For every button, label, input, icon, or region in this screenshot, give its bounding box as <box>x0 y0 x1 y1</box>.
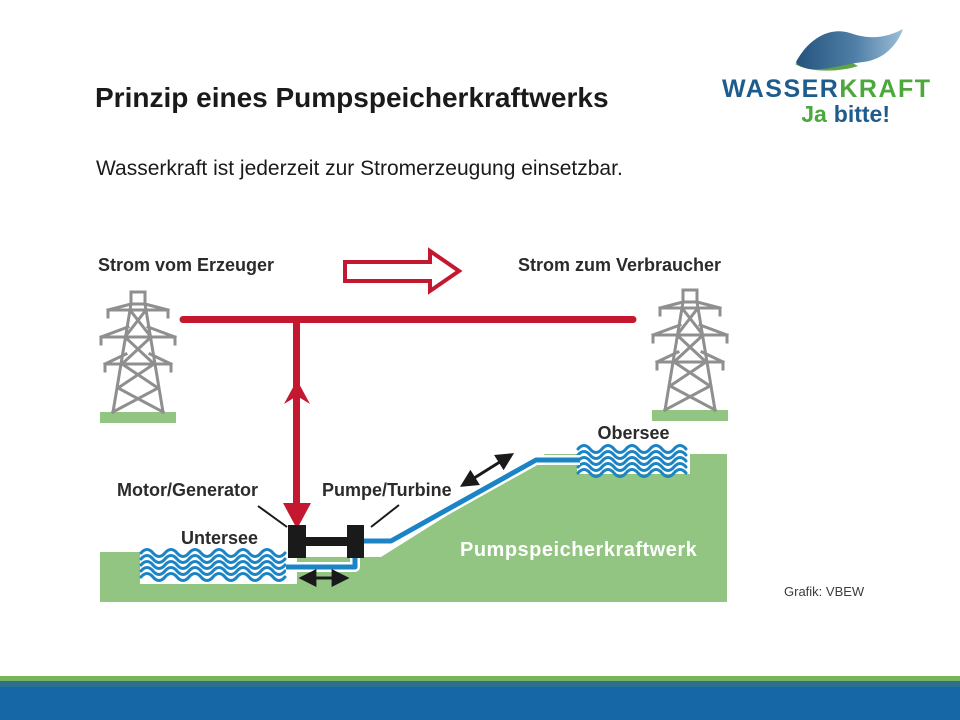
credit-text: Grafik: VBEW <box>784 584 865 599</box>
pump-leader-line <box>370 504 400 528</box>
down-arrowhead-icon <box>283 503 311 529</box>
label-untersee: Untersee <box>181 528 259 548</box>
penstock-double-arrow-icon <box>459 453 515 487</box>
footer-green-stripe <box>0 676 960 681</box>
page-title: Prinzip eines Pumpspeicherkraftwerks <box>95 82 609 113</box>
logo-tagline-green: Ja <box>801 101 827 127</box>
pumped-storage-diagram <box>98 247 730 602</box>
logo-wordmark: WASSERKRAFT <box>722 75 932 104</box>
plant-machine <box>288 525 364 558</box>
terrain-hill <box>100 454 727 602</box>
power-line <box>179 316 637 529</box>
penstock-pipe <box>286 455 580 572</box>
footer-teal-stripe <box>0 681 960 687</box>
label-pumpspeicherkraftwerk: Pumpspeicherkraftwerk <box>460 539 698 561</box>
obersee-water <box>576 444 688 478</box>
label-motor-generator: Motor/Generator <box>116 480 258 500</box>
transmission-tower-right-icon <box>650 288 730 423</box>
label-obersee: Obersee <box>597 423 670 443</box>
footer-blue-bar <box>0 687 960 720</box>
flow-direction-arrow-icon <box>343 247 463 295</box>
untersee-water <box>139 548 287 582</box>
wasserkraft-wave-icon <box>795 29 903 71</box>
logo-word-blue: WASSER <box>722 75 840 103</box>
transmission-tower-left-icon <box>98 290 178 425</box>
up-arrowhead-icon <box>284 380 310 404</box>
logo-tagline-blue: bitte! <box>833 101 890 127</box>
logo-word-green: KRAFT <box>839 75 932 103</box>
slide-subtitle: Wasserkraft ist jederzeit zur Stromerzeu… <box>96 157 623 180</box>
motor-leader-line <box>257 505 288 528</box>
label-strom-zum-verbraucher: Strom zum Verbraucher <box>518 255 722 275</box>
label-strom-vom-erzeuger: Strom vom Erzeuger <box>98 255 275 275</box>
label-pumpe-turbine: Pumpe/Turbine <box>322 480 452 500</box>
